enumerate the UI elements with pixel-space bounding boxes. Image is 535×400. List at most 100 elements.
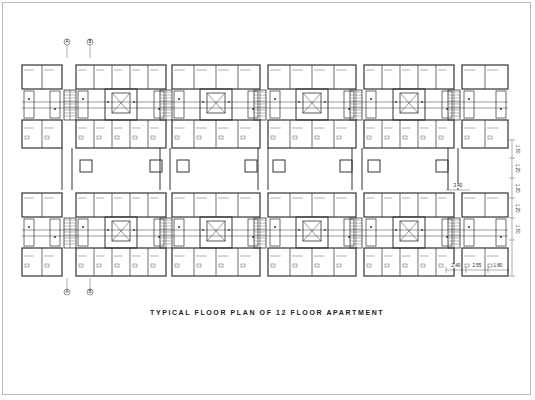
- fixture: [488, 264, 492, 267]
- wall-line: [218, 198, 229, 199]
- wall-line: [150, 256, 158, 257]
- wing-outline: [22, 248, 62, 276]
- wall-line: [362, 148, 363, 190]
- core-outline: [296, 89, 328, 120]
- wall-line: [334, 65, 335, 89]
- room-outline: [174, 219, 184, 246]
- wall-line: [96, 198, 104, 199]
- wall-line: [509, 240, 515, 241]
- wall-line: [78, 70, 86, 71]
- wall-line: [464, 70, 475, 71]
- column-dot: [274, 98, 276, 100]
- drawing-title: TYPICAL FLOOR PLAN OF 12 FLOOR APARTMENT: [150, 309, 384, 316]
- wall-line: [382, 65, 383, 89]
- column-dot: [468, 226, 470, 228]
- fixture: [367, 264, 371, 267]
- dimension-text: 1.50: [515, 144, 520, 154]
- fixture: [271, 136, 275, 139]
- wall-line: [400, 221, 418, 241]
- wall-line: [420, 256, 428, 257]
- core-outline: [296, 217, 328, 248]
- column-dot: [178, 98, 180, 100]
- fixture: [315, 136, 319, 139]
- wall-line: [485, 193, 486, 217]
- wall-line: [218, 256, 229, 257]
- wall-line: [42, 120, 43, 148]
- wall-line: [216, 193, 217, 217]
- wall-line: [400, 93, 418, 113]
- column-dot: [500, 108, 502, 110]
- courtyard-square: [436, 160, 448, 172]
- wall-line: [114, 128, 122, 129]
- wall-line: [336, 70, 347, 71]
- fixture: [367, 136, 371, 139]
- wall-line: [366, 128, 374, 129]
- wall-line: [238, 248, 239, 276]
- wall-line: [314, 70, 325, 71]
- fixture: [45, 136, 49, 139]
- wall-line: [312, 193, 313, 217]
- wall-line: [464, 198, 475, 199]
- wall-line: [44, 70, 54, 71]
- lift-shaft: [303, 221, 321, 241]
- wall-line: [270, 198, 281, 199]
- room-outline: [24, 219, 34, 246]
- wing-outline: [22, 193, 62, 217]
- wall-line: [148, 120, 149, 148]
- grid-bubble: [87, 289, 93, 295]
- courtyard-square: [245, 160, 257, 172]
- wall-line: [290, 248, 291, 276]
- wall-line: [509, 218, 515, 219]
- column-dot: [468, 98, 470, 100]
- wall-line: [72, 148, 73, 190]
- wall-line: [24, 128, 34, 129]
- wall-line: [438, 198, 446, 199]
- grid-letter: A: [65, 290, 69, 295]
- core-outline: [105, 217, 137, 248]
- wall-line: [240, 256, 251, 257]
- lift-shaft: [112, 93, 130, 113]
- wall-line: [312, 120, 313, 148]
- wall-line: [334, 193, 335, 217]
- wall-line: [384, 256, 392, 257]
- wing-outline: [22, 120, 62, 148]
- wall-line: [418, 65, 419, 89]
- wall-line: [420, 70, 428, 71]
- dimension-text: 1.20: [515, 163, 520, 173]
- dimension-text: 3.40: [453, 184, 463, 189]
- wall-line: [24, 256, 34, 257]
- dimension-text: 2.55: [472, 264, 482, 269]
- wall-line: [207, 221, 225, 241]
- dimension-lines: [446, 140, 515, 276]
- fixture: [241, 264, 245, 267]
- lift-shaft: [303, 93, 321, 113]
- stair-outline: [64, 218, 76, 248]
- fixture: [97, 136, 101, 139]
- wall-line: [194, 193, 195, 217]
- room-outline: [270, 91, 280, 118]
- wall-line: [90, 45, 91, 58]
- fixture: [385, 264, 389, 267]
- fixture: [421, 264, 425, 267]
- wall-line: [42, 248, 43, 276]
- room-outline: [366, 219, 376, 246]
- lift-shaft: [400, 93, 418, 113]
- wall-line: [446, 270, 508, 271]
- wall-line: [260, 218, 261, 248]
- wall-line: [400, 248, 401, 276]
- wall-line: [218, 70, 229, 71]
- wall-line: [382, 193, 383, 217]
- wall-line: [509, 276, 515, 277]
- fixture: [151, 264, 155, 267]
- room-outline: [366, 91, 376, 118]
- wall-line: [464, 256, 475, 257]
- wall-line: [96, 70, 104, 71]
- wing-outline: [364, 193, 454, 217]
- connecting-corridors: [62, 148, 458, 190]
- wall-line: [112, 193, 113, 217]
- wing-outline: [268, 193, 356, 217]
- wall-line: [148, 248, 149, 276]
- courtyard-square: [80, 160, 92, 172]
- wall-line: [90, 278, 91, 289]
- stair-outline: [448, 218, 460, 248]
